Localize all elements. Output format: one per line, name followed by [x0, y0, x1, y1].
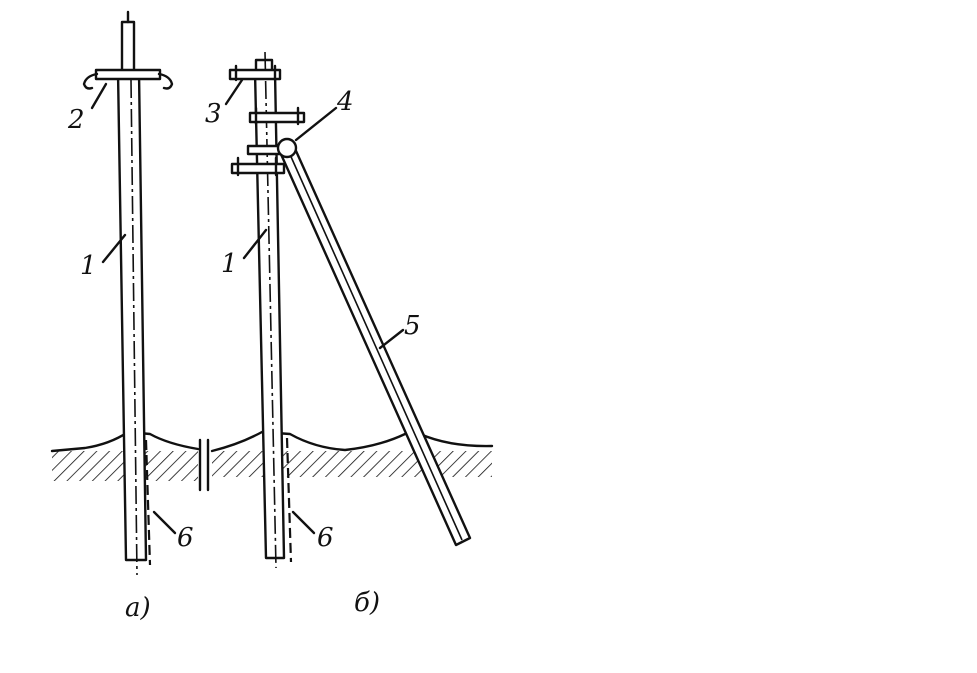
- leader-6a: [152, 510, 177, 535]
- caption-a: а): [125, 593, 151, 623]
- leader-4: [294, 106, 338, 142]
- leader-6b: [291, 510, 316, 535]
- pole-a-centerline: [130, 79, 138, 576]
- label-footing-a: 6: [177, 523, 194, 553]
- pole-b-crossarm-bottom: [230, 162, 286, 175]
- pole-a-hook-left: [82, 72, 99, 90]
- pole-b-crossarm-top: [228, 68, 282, 81]
- pole-b-footing: [285, 437, 293, 563]
- leader-2: [90, 82, 108, 110]
- captions: а) б): [125, 588, 380, 623]
- pole-b-crossarm-mid: [248, 111, 306, 124]
- leader-lines: [90, 78, 405, 535]
- label-footing-b: 6: [317, 523, 334, 553]
- ground-surface-right: [210, 430, 494, 453]
- pole-a-footing: [144, 439, 152, 566]
- ground-hatch-right: [212, 451, 492, 477]
- label-hook-a: 2: [67, 105, 85, 135]
- label-brace-b: 5: [404, 311, 421, 341]
- leader-1b: [242, 228, 268, 260]
- label-pole-b: 1: [221, 249, 238, 279]
- pole-a-hook-bar: [94, 68, 162, 81]
- pole-b-joint: [276, 137, 298, 159]
- caption-b: б): [354, 588, 380, 618]
- label-joint-b: 4: [336, 87, 354, 117]
- label-pole-a: 1: [80, 251, 97, 281]
- leader-1a: [101, 233, 127, 264]
- leader-3: [224, 78, 244, 106]
- pole-a: [82, 10, 174, 576]
- leader-5: [378, 328, 405, 350]
- pole-a-top-pin: [120, 20, 136, 74]
- pole-b-centerline: [264, 51, 277, 569]
- label-crossarm-b: 3: [205, 99, 222, 129]
- pole-b: [228, 51, 472, 569]
- labels: 2 1 3 4 1 5 6 6: [67, 87, 421, 553]
- pole-a-hook-right: [157, 72, 174, 90]
